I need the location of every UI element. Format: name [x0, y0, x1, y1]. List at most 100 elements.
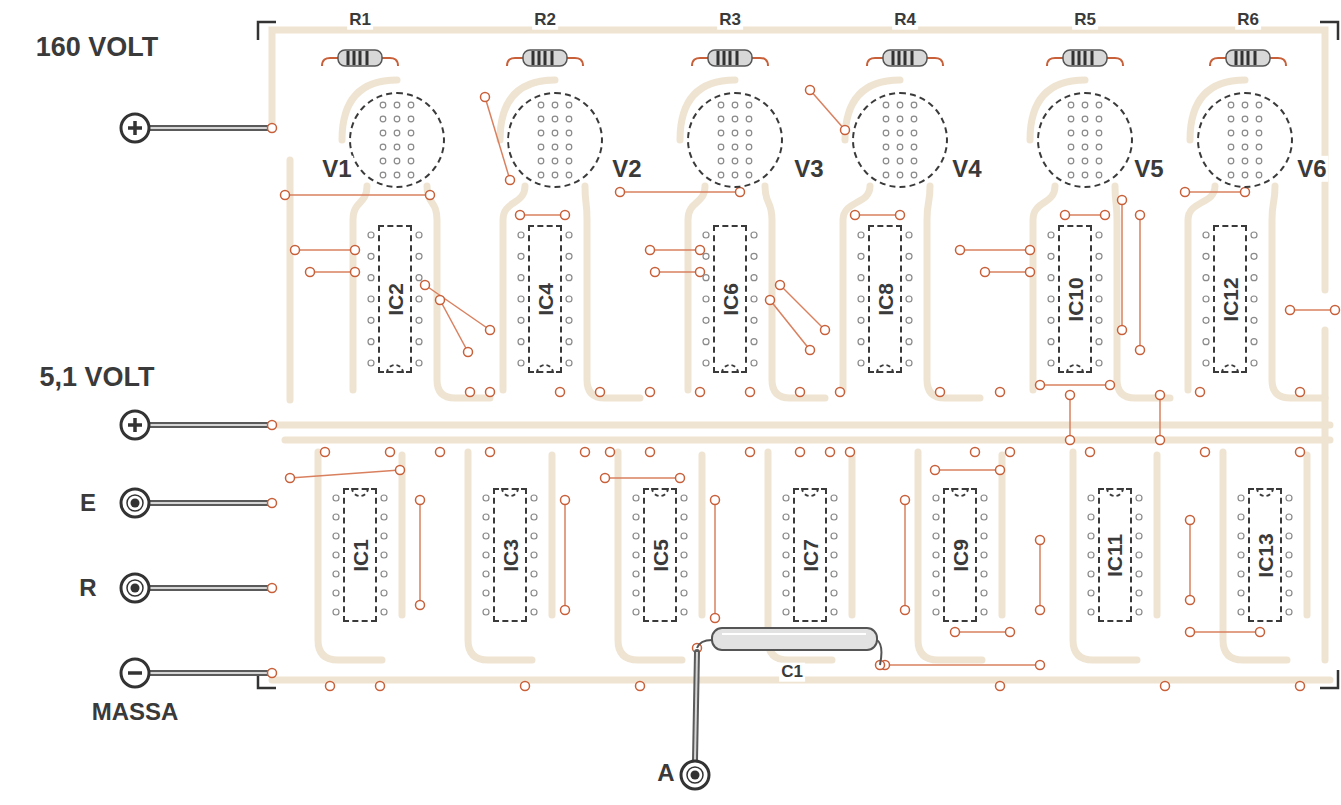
ic-pin: [416, 317, 422, 323]
socket-hole: [1068, 116, 1074, 122]
color-band: [551, 51, 554, 65]
resistor-body: [1226, 50, 1270, 66]
ic-outline: IC8: [868, 225, 902, 373]
color-band: [729, 51, 732, 65]
via-hole: [396, 466, 405, 475]
ic-pin: [981, 514, 987, 520]
wire-highlight: [150, 587, 268, 589]
socket-hole: [552, 172, 558, 178]
ic-label: IC12: [1220, 276, 1241, 322]
jumper-wire: [295, 249, 355, 251]
terminal-ring: [121, 574, 149, 602]
ic-pin: [831, 609, 837, 615]
socket-hole: [552, 102, 558, 108]
capacitor-label: C1: [779, 663, 805, 682]
ic-pin: [531, 533, 537, 539]
plus-sign: [128, 418, 142, 432]
ic-pin: [518, 360, 524, 366]
ic-label: IC7: [800, 538, 821, 573]
ic-pin: [381, 590, 387, 596]
tube-label: V2: [610, 156, 643, 182]
ic-pin: [566, 360, 572, 366]
socket-hole: [552, 144, 558, 150]
via-hole: [746, 388, 755, 397]
socket-hole: [408, 116, 414, 122]
terminal-inner-ring: [127, 580, 143, 596]
ic-pin: [1286, 533, 1292, 539]
socket-hole: [408, 102, 414, 108]
socket-hole: [1256, 130, 1262, 136]
resistor-label: R3: [717, 11, 743, 30]
ic-pin: [1286, 552, 1292, 558]
via-hole: [1006, 448, 1015, 457]
ic-pin: [858, 253, 864, 259]
via-hole: [1241, 188, 1250, 197]
color-band: [1241, 51, 1244, 65]
ic-pin: [831, 495, 837, 501]
via-hole: [1201, 448, 1210, 457]
ic-pin: [906, 275, 912, 281]
ic-pin: [906, 317, 912, 323]
via-hole: [426, 191, 435, 200]
socket-hole: [718, 102, 724, 108]
ic-pin: [1136, 514, 1142, 520]
color-band: [359, 51, 362, 65]
ic-pin: [858, 360, 864, 366]
solder-pad: [268, 421, 277, 430]
socket-hole: [746, 130, 752, 136]
socket-hole: [1082, 116, 1088, 122]
terminal-dot: [691, 771, 700, 780]
ic-pin: [1096, 360, 1102, 366]
ic-pin: [1251, 232, 1257, 238]
socket-hole: [897, 130, 903, 136]
socket-hole: [1082, 144, 1088, 150]
resistor-body: [523, 50, 567, 66]
via-hole: [696, 268, 705, 277]
via-hole: [1006, 628, 1015, 637]
socket-hole: [1068, 130, 1074, 136]
via-hole: [711, 614, 720, 623]
color-band: [1235, 51, 1238, 65]
color-band: [717, 51, 720, 65]
ic-pin: [783, 495, 789, 501]
terminal-symbol: [121, 489, 149, 517]
ic-pin: [751, 275, 757, 281]
color-band: [353, 51, 356, 65]
jumper-wire: [1185, 191, 1245, 193]
socket-hole: [732, 130, 738, 136]
color-band: [892, 51, 895, 65]
color-band: [532, 51, 535, 65]
socket-hole: [718, 144, 724, 150]
ic-label: IC1: [350, 538, 371, 573]
ic-pin: [783, 533, 789, 539]
via-hole: [806, 346, 815, 355]
socket-hole: [1068, 102, 1074, 108]
socket-hole: [408, 130, 414, 136]
tube-label: V6: [1295, 156, 1328, 182]
socket-hole: [566, 130, 572, 136]
socket-hole: [911, 172, 917, 178]
via-hole: [776, 281, 785, 290]
socket-hole: [394, 130, 400, 136]
via-hole: [901, 496, 910, 505]
ic-pin: [333, 571, 339, 577]
socket-hole: [746, 144, 752, 150]
ic-label: IC3: [500, 538, 521, 573]
ic-pin: [933, 590, 939, 596]
ic-pin: [381, 495, 387, 501]
ic-pin: [416, 275, 422, 281]
ic-pin: [1238, 514, 1244, 520]
ic-pin: [981, 495, 987, 501]
ic-outline: IC10: [1058, 225, 1092, 373]
ic-pin: [368, 360, 374, 366]
color-band: [736, 51, 739, 65]
color-band: [898, 51, 901, 65]
socket-hole: [1242, 116, 1248, 122]
via-hole: [1331, 306, 1340, 315]
wire: [150, 125, 268, 131]
via-hole: [1061, 211, 1070, 220]
resistors: [322, 50, 1286, 66]
ic-pin: [1203, 339, 1209, 345]
